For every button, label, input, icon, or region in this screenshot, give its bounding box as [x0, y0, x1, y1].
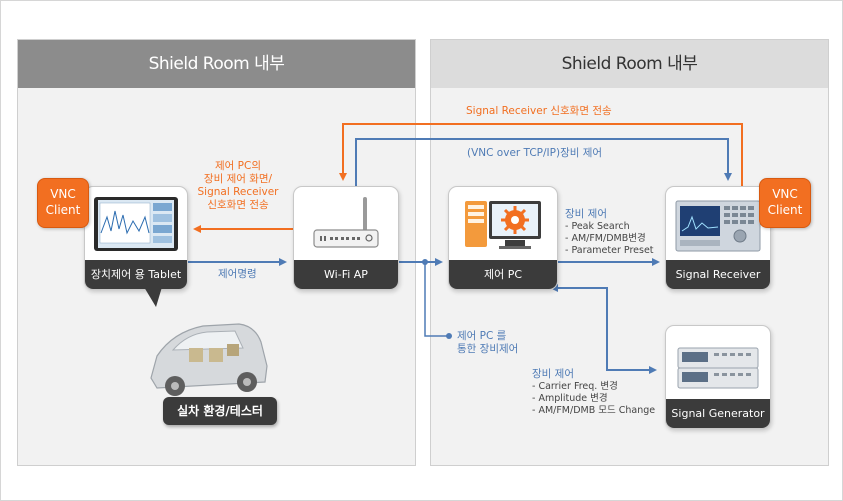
pc-screen-line4: 신호화면 전송	[207, 199, 269, 211]
generator-control-title: 장비 제어	[532, 368, 574, 380]
pc-icon	[465, 201, 541, 249]
tablet-caption: 장치제어 용 Tablet	[85, 260, 187, 289]
car-environment-badge: 실차 환경/테스터	[163, 397, 277, 425]
orange-receiver-to-ap-line	[339, 123, 743, 186]
signal-generator-icon	[677, 347, 759, 389]
router-icon	[313, 197, 379, 248]
signal-receiver-caption: Signal Receiver	[666, 260, 770, 289]
tablet-pointer	[144, 287, 162, 307]
signal-generator-device: Signal Generator	[665, 325, 771, 429]
wifi-ap-caption: Wi-Fi AP	[294, 260, 398, 289]
pc-screen-line2: 장비 제어 화면/	[203, 173, 273, 185]
via-pc-line2: 통한 장비제어	[457, 343, 519, 355]
control-command-label: 제어명령	[218, 268, 257, 280]
generator-control-item-3: - AM/FM/DMB 모드 Change	[532, 405, 656, 416]
control-pc-device: 제어 PC	[448, 186, 558, 290]
pc-screen-line1: 제어 PC의	[215, 160, 261, 172]
vnc-badge-left-line2: Client	[45, 203, 81, 217]
receiver-control-list: 장비 제어 - Peak Search - AM/FM/DMB변경 - Para…	[565, 208, 654, 257]
generator-control-item-2: - Amplitude 변경	[532, 393, 608, 404]
control-pc-caption: 제어 PC	[449, 260, 557, 289]
blue-pc-generator-line	[550, 284, 657, 374]
generator-control-item-1: - Carrier Freq. 변경	[532, 381, 618, 392]
left-room-title: Shield Room 내부	[18, 40, 415, 88]
tablet-icon	[94, 197, 178, 251]
right-room-title: Shield Room 내부	[431, 40, 828, 88]
vnc-client-badge-right: VNC Client	[759, 178, 811, 228]
receiver-control-item-3: - Parameter Preset	[565, 245, 654, 256]
signal-generator-caption: Signal Generator	[666, 399, 770, 428]
vnc-over-tcp-label: (VNC over TCP/IP)장비 제어	[467, 147, 603, 159]
wifi-ap-device: Wi-Fi AP	[293, 186, 399, 290]
vnc-badge-left-line1: VNC	[50, 187, 76, 201]
vnc-badge-right-line2: Client	[767, 203, 803, 217]
signal-receiver-device: Signal Receiver	[665, 186, 771, 290]
pc-screen-line3: Signal Receiver	[197, 186, 279, 198]
receiver-transfer-label: Signal Receiver 신호화면 전송	[466, 105, 612, 117]
pc-screen-transfer-label: 제어 PC의 장비 제어 화면/ Signal Receiver 신호화면 전송	[196, 160, 280, 212]
via-pc-line1: 제어 PC 를	[457, 330, 507, 342]
vnc-client-badge-left: VNC Client	[37, 178, 89, 228]
tablet-device: 장치제어 용 Tablet	[84, 186, 188, 290]
via-pc-control-label: 제어 PC 를 통한 장비제어	[457, 330, 518, 356]
signal-receiver-icon	[675, 200, 761, 252]
receiver-control-title: 장비 제어	[565, 208, 607, 220]
vnc-badge-right-line1: VNC	[772, 187, 798, 201]
receiver-control-item-1: - Peak Search	[565, 221, 630, 232]
car-illustration	[150, 323, 268, 396]
blue-ap-to-receiver-line	[355, 138, 732, 186]
receiver-control-item-2: - AM/FM/DMB변경	[565, 233, 646, 244]
generator-control-list: 장비 제어 - Carrier Freq. 변경 - Amplitude 변경 …	[532, 368, 655, 417]
via-pc-pointer-line	[424, 262, 447, 337]
